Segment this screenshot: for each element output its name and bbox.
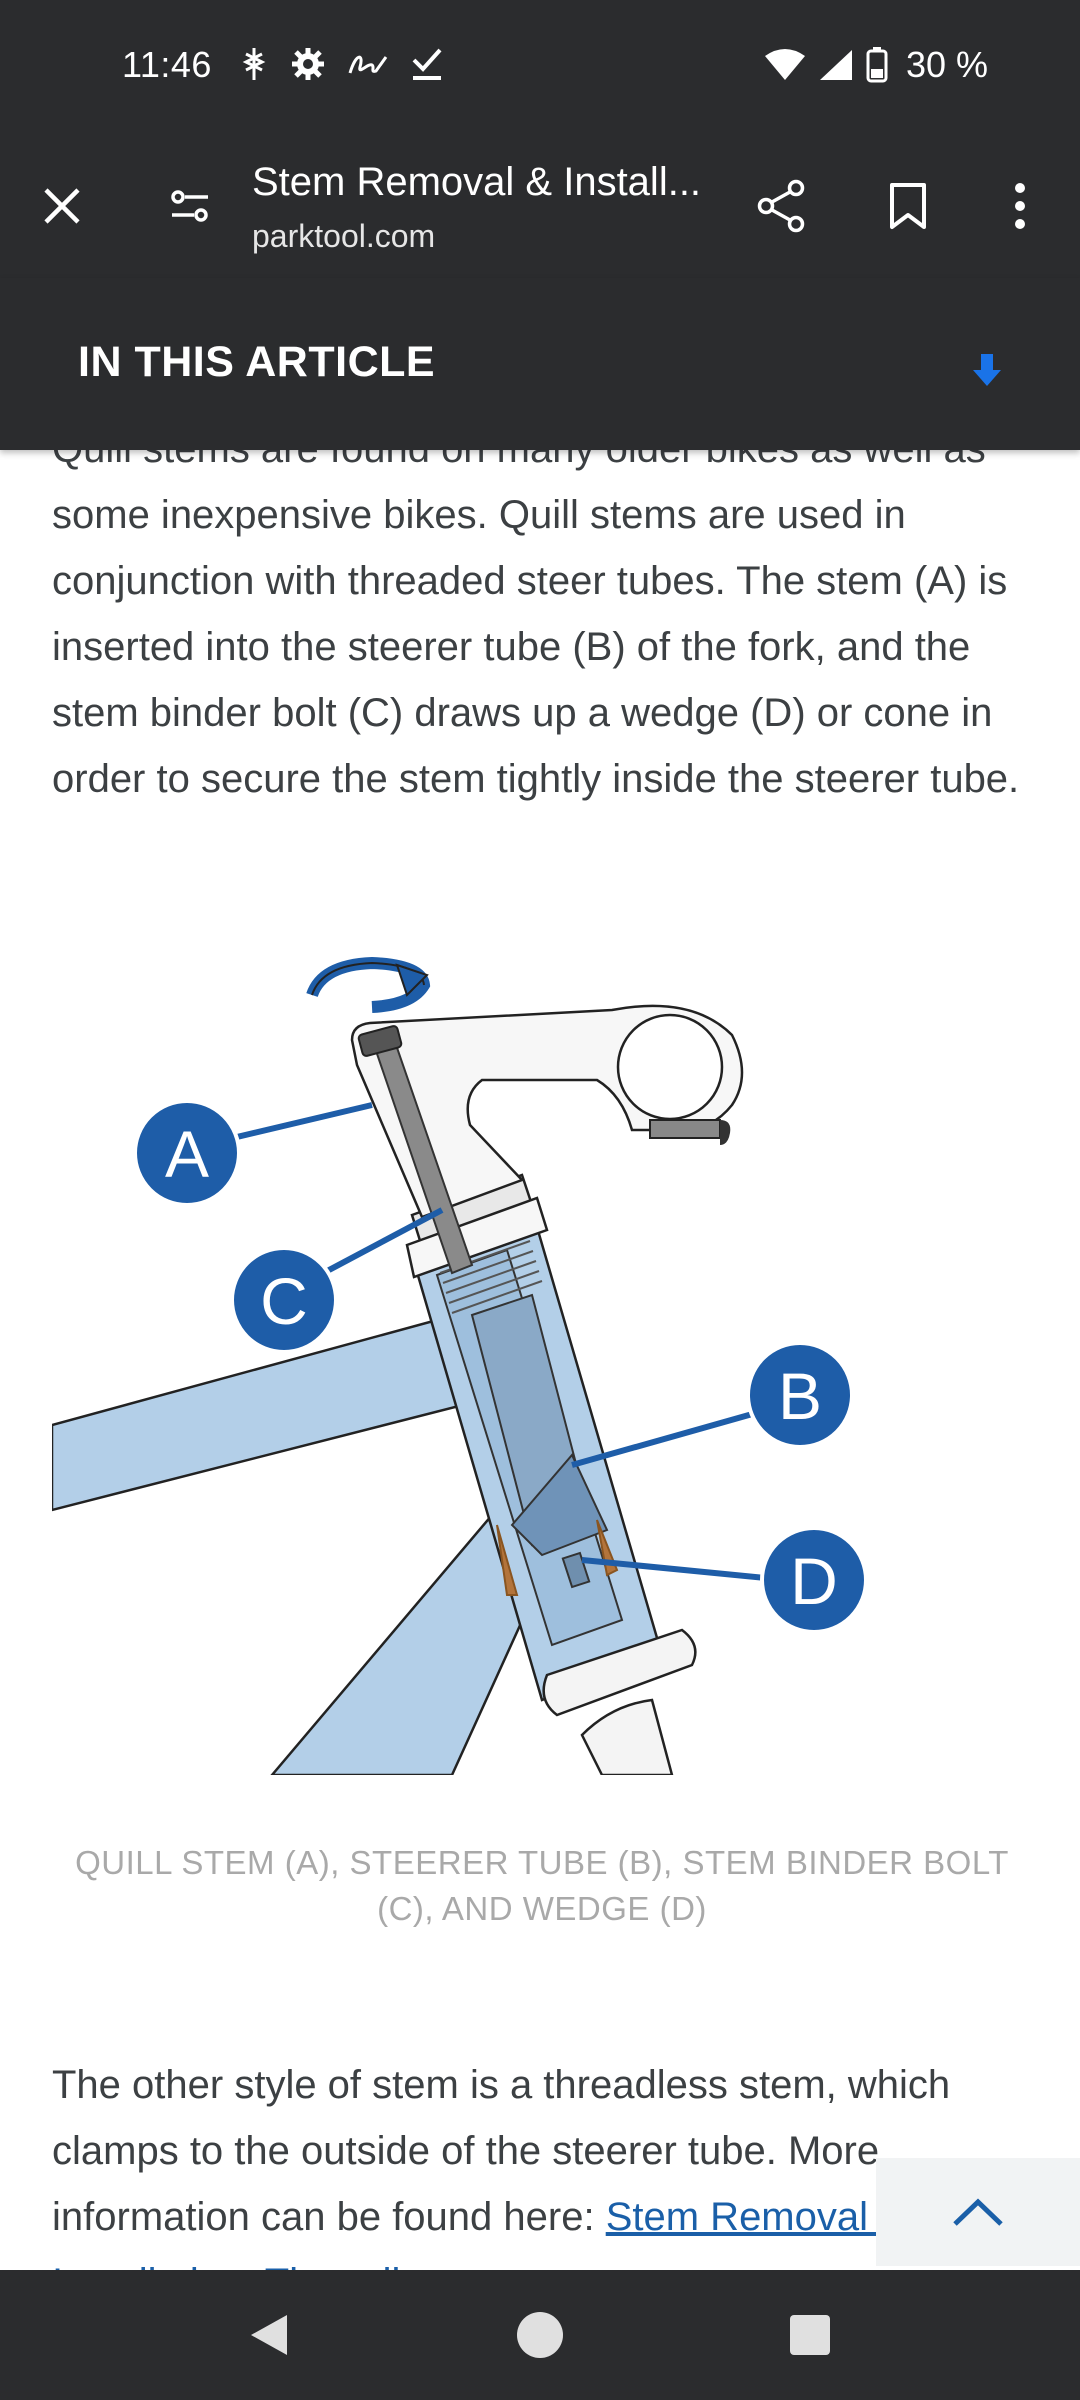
close-icon [44, 188, 80, 224]
back-triangle-icon [251, 2315, 287, 2355]
svg-text:A: A [165, 1117, 209, 1191]
status-bar: 11:46 30 % [0, 0, 1080, 134]
chevron-up-icon [953, 2198, 1003, 2226]
browser-toolbar: Stem Removal & Install... parktool.com [0, 134, 1080, 278]
svg-text:C: C [260, 1264, 308, 1338]
battery-icon [866, 47, 888, 83]
figure-caption: QUILL STEM (A), STEERER TUBE (B), STEM B… [75, 1844, 1009, 1927]
close-button[interactable] [22, 166, 102, 246]
signature-icon [348, 55, 388, 74]
back-button[interactable] [234, 2300, 304, 2370]
status-time: 11:46 [122, 44, 212, 85]
svg-text:B: B [778, 1359, 822, 1433]
gear-icon [292, 48, 324, 80]
page-title[interactable]: Stem Removal & Install... [252, 160, 702, 204]
article-paragraph-2: The other style of stem is a threadless … [52, 2052, 1032, 2270]
share-icon [757, 179, 805, 233]
share-button[interactable] [742, 166, 822, 246]
home-circle-icon [517, 2312, 563, 2358]
in-this-article-bar[interactable]: IN THIS ARTICLE [0, 278, 1080, 450]
recents-button[interactable] [775, 2300, 845, 2370]
bookmark-button[interactable] [868, 166, 948, 246]
callout-b: B [746, 1341, 854, 1449]
status-icons-left [240, 46, 444, 82]
signal-icon [819, 50, 852, 80]
more-options-button[interactable] [980, 166, 1060, 246]
article-paragraph-1: Quill stems are found on many older bike… [52, 450, 1020, 801]
bookmark-icon [890, 183, 926, 229]
site-settings-icon [171, 190, 208, 222]
svg-text:D: D [790, 1544, 838, 1618]
callout-c: C [230, 1246, 338, 1354]
recents-square-icon [790, 2315, 830, 2355]
system-nav-bar [0, 2270, 1080, 2400]
check-download-icon [412, 48, 442, 80]
page-url[interactable]: parktool.com [252, 218, 436, 254]
wifi-icon [764, 49, 805, 80]
in-this-article-title: IN THIS ARTICLE [78, 338, 436, 386]
paragraph-2-text: The other style of stem is a threadless … [52, 2063, 951, 2239]
status-icons-right: 30 % [764, 44, 988, 86]
threadless-stem-link[interactable]: Stem Removal & Installation: Threadless [52, 2195, 906, 2270]
sync-icon [242, 48, 266, 80]
quill-stem-diagram: A C B D [52, 956, 868, 1775]
scroll-to-top-button[interactable] [876, 2158, 1080, 2266]
more-vert-icon [1015, 183, 1025, 229]
arrow-down-icon[interactable] [972, 354, 1002, 388]
callout-a: A [133, 1099, 241, 1207]
site-settings-button[interactable] [150, 166, 230, 246]
home-button[interactable] [505, 2300, 575, 2370]
article-content: Quill stems are found on many older bike… [0, 450, 1080, 2270]
callout-d: D [760, 1526, 868, 1634]
battery-percent: 30 % [905, 44, 988, 85]
